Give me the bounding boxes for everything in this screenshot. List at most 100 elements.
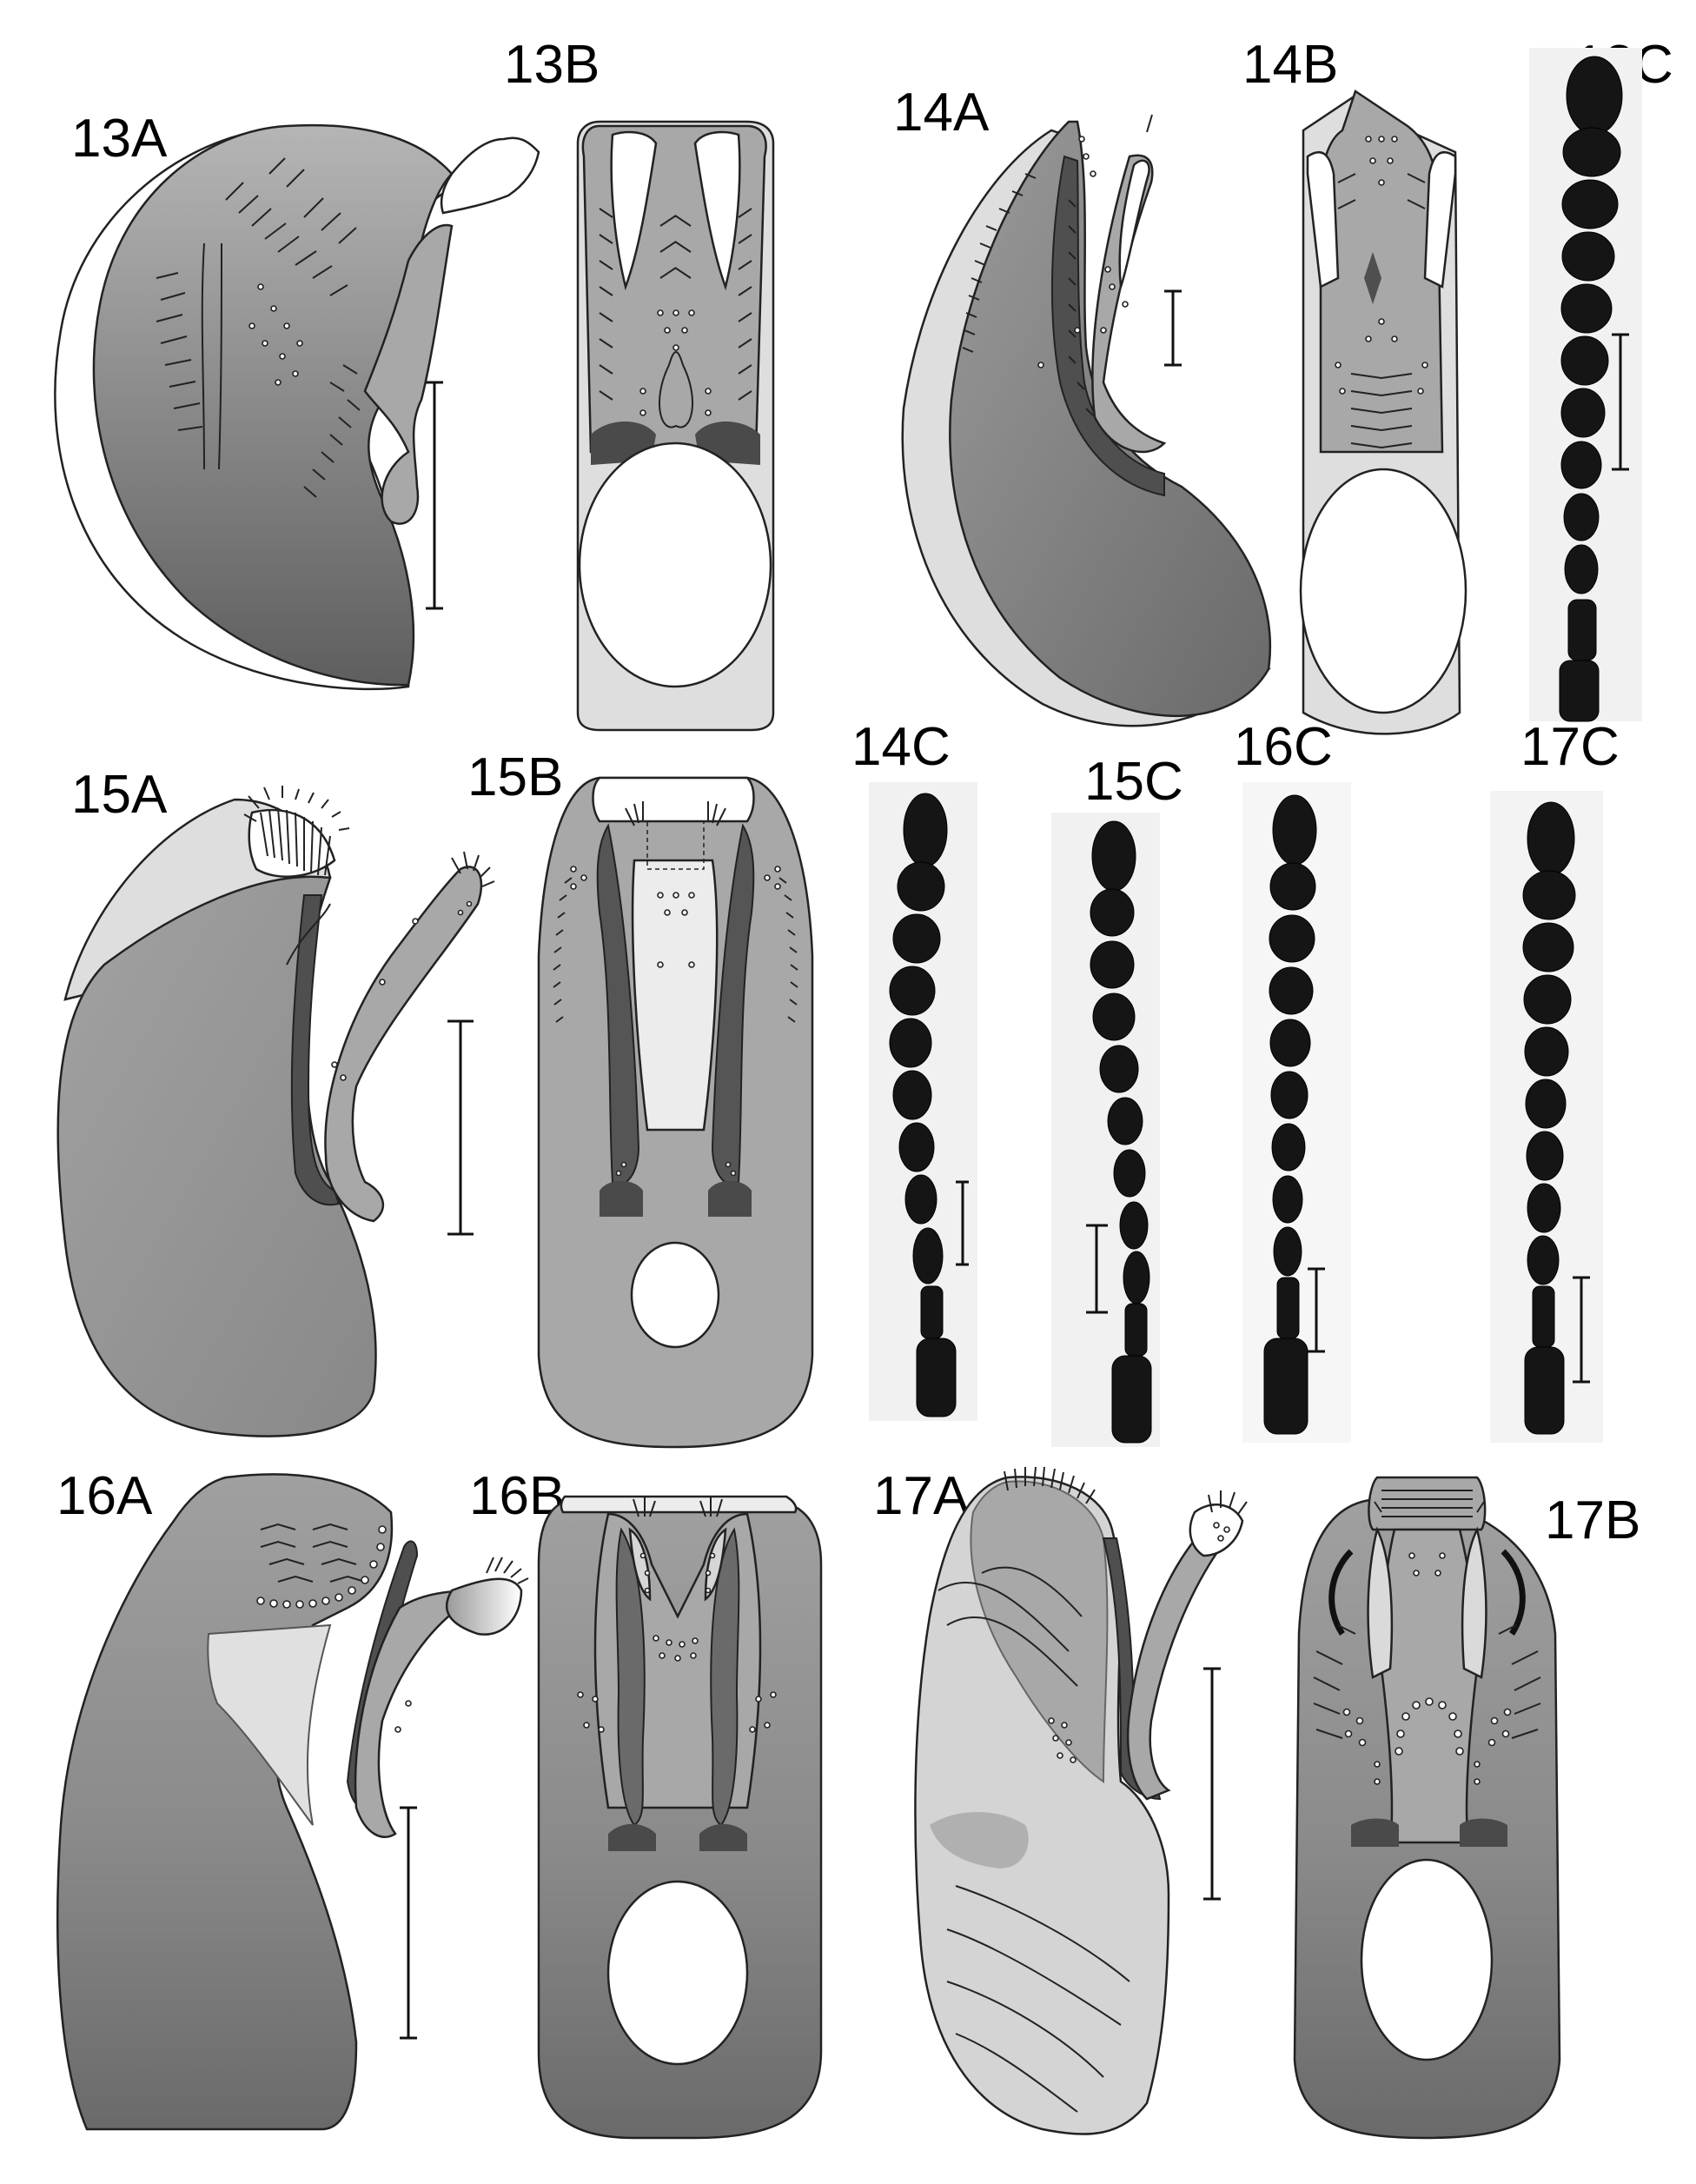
central-lobe-15b (631, 859, 719, 1132)
sclerite-right-16b (699, 1823, 747, 1851)
apical-window-left-13b (610, 130, 658, 291)
apical-window-right-13b (693, 130, 741, 291)
scale-bar-13a (426, 381, 443, 610)
panel-label-16c: 16C (1234, 717, 1333, 777)
paramere-setae-15a (451, 851, 495, 887)
paramere-right-15b (711, 823, 755, 1185)
lateral-lobe-16a (207, 1623, 332, 1826)
scale-bar-15c (1086, 1224, 1108, 1314)
panel-label-17c: 17C (1520, 717, 1620, 777)
panel-13c: 13C (1529, 35, 1673, 722)
pores-14a (1037, 136, 1129, 368)
scale-bar-17c (1573, 1276, 1590, 1384)
central-lobe-17b (1380, 1528, 1479, 1844)
panel-label-14c: 14C (851, 717, 951, 777)
panel-13b: 13B (504, 35, 775, 732)
scale-bar-15a (447, 1019, 474, 1236)
hair-lines-14b (1337, 173, 1426, 449)
brush-setae-15a (243, 786, 350, 876)
antenna-14c (889, 793, 957, 1417)
apical-tip-16a (445, 1577, 523, 1636)
hair-lines-17a (937, 1466, 1248, 2113)
panel-label-16a: 16A (56, 1466, 153, 1526)
aedeagus-body-13a (92, 123, 454, 687)
paramere-left-14b (1306, 151, 1340, 289)
pores-14b (1335, 136, 1428, 395)
aedeagal-spine-15a (286, 903, 331, 966)
apical-setae-16b (633, 1497, 723, 1517)
pores-15b (570, 866, 781, 1177)
panel-15b: 15B (467, 747, 814, 1449)
hair-lines-13b (599, 208, 752, 401)
panel-label-15c: 15C (1084, 752, 1183, 812)
dashed-window-15b (646, 820, 705, 870)
hair-lines-16a (260, 1523, 529, 1584)
antenna-13c (1559, 56, 1623, 722)
sclerite-left-15b (600, 1180, 643, 1217)
panel-14a: 14A (893, 83, 1272, 727)
aedeagus-body-14a (949, 120, 1272, 717)
hair-lines-17b (1313, 1490, 1541, 1739)
sclerite-left-17b (1351, 1818, 1399, 1847)
pores-17a (1048, 1522, 1230, 1763)
pores-13b (639, 309, 712, 416)
basal-foramen-13b (578, 441, 772, 688)
paramere-left-15b (596, 823, 640, 1185)
pores-13a (248, 283, 303, 386)
scale-bar-16a (400, 1806, 417, 2040)
hair-lines-13a (156, 157, 361, 498)
paramere-15a (324, 866, 483, 1223)
antenna-15c (1090, 820, 1152, 1444)
basal-foramen-14b (1299, 468, 1467, 714)
scale-bar-17a (1203, 1667, 1221, 1901)
panel-13a: 13A (54, 109, 540, 691)
endophallus-13b (659, 351, 693, 428)
sclerite-14b (1364, 252, 1381, 304)
panel-label-13b: 13B (504, 35, 600, 95)
panel-label-17a: 17A (873, 1466, 970, 1526)
apical-lobe-13a (440, 136, 540, 215)
panel-label-15a: 15A (71, 765, 168, 825)
sclerite-right-17b (1460, 1818, 1507, 1847)
panel-label-15b: 15B (467, 747, 563, 807)
basal-foramen-15b (630, 1241, 720, 1349)
membrane-patch-17a (930, 1812, 1029, 1869)
apical-tip-17a (1189, 1504, 1244, 1557)
pores-15a (331, 900, 473, 1081)
basal-foramen-16b (606, 1880, 749, 2066)
sclerite-left-16b (608, 1823, 656, 1851)
internal-sac-14a (1050, 155, 1165, 497)
panel-17a: 17A (873, 1466, 1248, 2135)
pores-17b (1342, 1552, 1512, 1785)
paramere-right-17b (1461, 1526, 1487, 1679)
panel-16c: 16C (1234, 717, 1351, 1443)
lobe-tip-left-16b (628, 1527, 652, 1602)
sclerite-right-15b (708, 1180, 752, 1217)
paramere-13a (363, 223, 454, 525)
basal-foramen-17b (1360, 1858, 1494, 2061)
scale-bar-13c (1612, 333, 1629, 471)
scale-bar-16c (1308, 1267, 1325, 1353)
pores-16b (577, 1552, 777, 1733)
setae-fringe-15b (553, 801, 798, 1023)
paramere-17a (1126, 1526, 1223, 1801)
panel-17c: 17C (1490, 717, 1620, 1443)
lobe-tip-right-16b (704, 1527, 727, 1602)
panel-15a: 15A (56, 765, 495, 1437)
panel-label-14b: 14B (1242, 35, 1338, 95)
apical-tip-14a (1118, 159, 1150, 288)
aedeagus-body-16a (56, 1473, 394, 2131)
lateral-arc-left-17b (1328, 1549, 1354, 1636)
scale-bar-14a (1164, 289, 1182, 367)
paramere-left-17b (1367, 1526, 1394, 1679)
panel-16a: 16A (56, 1466, 529, 2131)
antenna-17c (1522, 801, 1576, 1435)
panel-15c: 15C (1051, 752, 1183, 1447)
panel-17b: 17B (1293, 1476, 1640, 2140)
lateral-arc-right-17b (1501, 1549, 1526, 1636)
pores-16a (256, 1525, 412, 1733)
panel-label-13a: 13A (71, 109, 168, 169)
apical-rim-16b (560, 1495, 798, 1514)
panel-label-14a: 14A (893, 83, 990, 143)
hair-lines-14a (962, 114, 1153, 416)
